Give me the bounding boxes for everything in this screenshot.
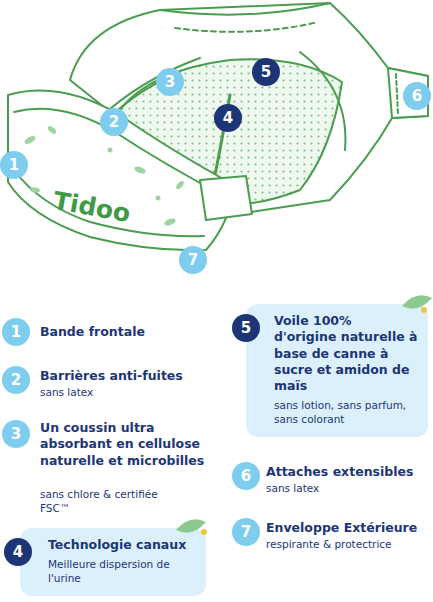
- feature-title: Technologie canaux: [48, 537, 196, 553]
- leaf-icon: [176, 519, 207, 535]
- feature-box: Voile 100% d'origine naturelle à base de…: [246, 304, 428, 437]
- feature-title: Barrières anti-fuites: [40, 368, 210, 384]
- number-text: 1: [9, 156, 19, 174]
- number-text: 1: [11, 323, 21, 341]
- leaf-icon: [402, 295, 432, 313]
- number-text: 2: [11, 371, 21, 389]
- number-text: 4: [223, 109, 233, 127]
- feature-title: Enveloppe Extérieure: [266, 520, 428, 536]
- number-text: 7: [188, 251, 198, 269]
- feature-title: Un coussin ultra absorbant en cellulose …: [40, 420, 208, 469]
- list-number: 5: [232, 314, 260, 342]
- front-band-edge: [14, 109, 228, 198]
- feature-note: sans latex: [40, 386, 210, 400]
- front-band-edge-2: [14, 170, 204, 236]
- front-fastener: [200, 176, 252, 220]
- callout-number: 3: [156, 68, 184, 96]
- number-text: 7: [241, 523, 251, 541]
- feature-note: sans latex: [266, 482, 428, 496]
- feature-title: Attaches extensibles: [266, 464, 428, 480]
- list-number: 7: [232, 518, 260, 546]
- number-text: 6: [412, 87, 422, 105]
- list-number: 1: [2, 318, 30, 346]
- number-text: 5: [241, 319, 251, 337]
- back-waist: [160, 3, 330, 15]
- feature-note: sans chlore & certifiée FSC™: [40, 488, 160, 515]
- number-text: 3: [165, 73, 175, 91]
- number-text: 6: [241, 467, 251, 485]
- list-number: 6: [232, 462, 260, 490]
- feature-note: Meilleure dispersion de l'urine: [48, 558, 196, 585]
- feature-note: respirante & protectrice: [266, 538, 428, 552]
- back-stripe: [175, 22, 318, 32]
- feature-title: Voile 100% d'origine naturelle à base de…: [274, 313, 418, 394]
- list-number: 3: [2, 420, 30, 448]
- number-text: 4: [13, 543, 23, 561]
- leak-barrier-left-2: [95, 72, 180, 135]
- callout-number: 4: [214, 104, 242, 132]
- number-text: 5: [261, 63, 271, 81]
- callout-number: 1: [0, 151, 28, 179]
- callout-number: 5: [252, 58, 280, 86]
- number-text: 2: [109, 113, 119, 131]
- side-tab-seam: [396, 74, 398, 114]
- list-number: 2: [2, 366, 30, 394]
- callout-number: 6: [403, 82, 431, 110]
- feature-note: sans lotion, sans parfum, sans colorant: [274, 399, 418, 426]
- front-band: [8, 91, 236, 251]
- feature-box: Technologie canauxMeilleure dispersion d…: [20, 528, 206, 596]
- number-text: 3: [11, 425, 21, 443]
- list-number: 4: [4, 538, 32, 566]
- leak-barrier-right: [300, 52, 345, 150]
- callout-number: 7: [179, 246, 207, 274]
- feature-title: Bande frontale: [40, 324, 210, 340]
- callout-number: 2: [100, 108, 128, 136]
